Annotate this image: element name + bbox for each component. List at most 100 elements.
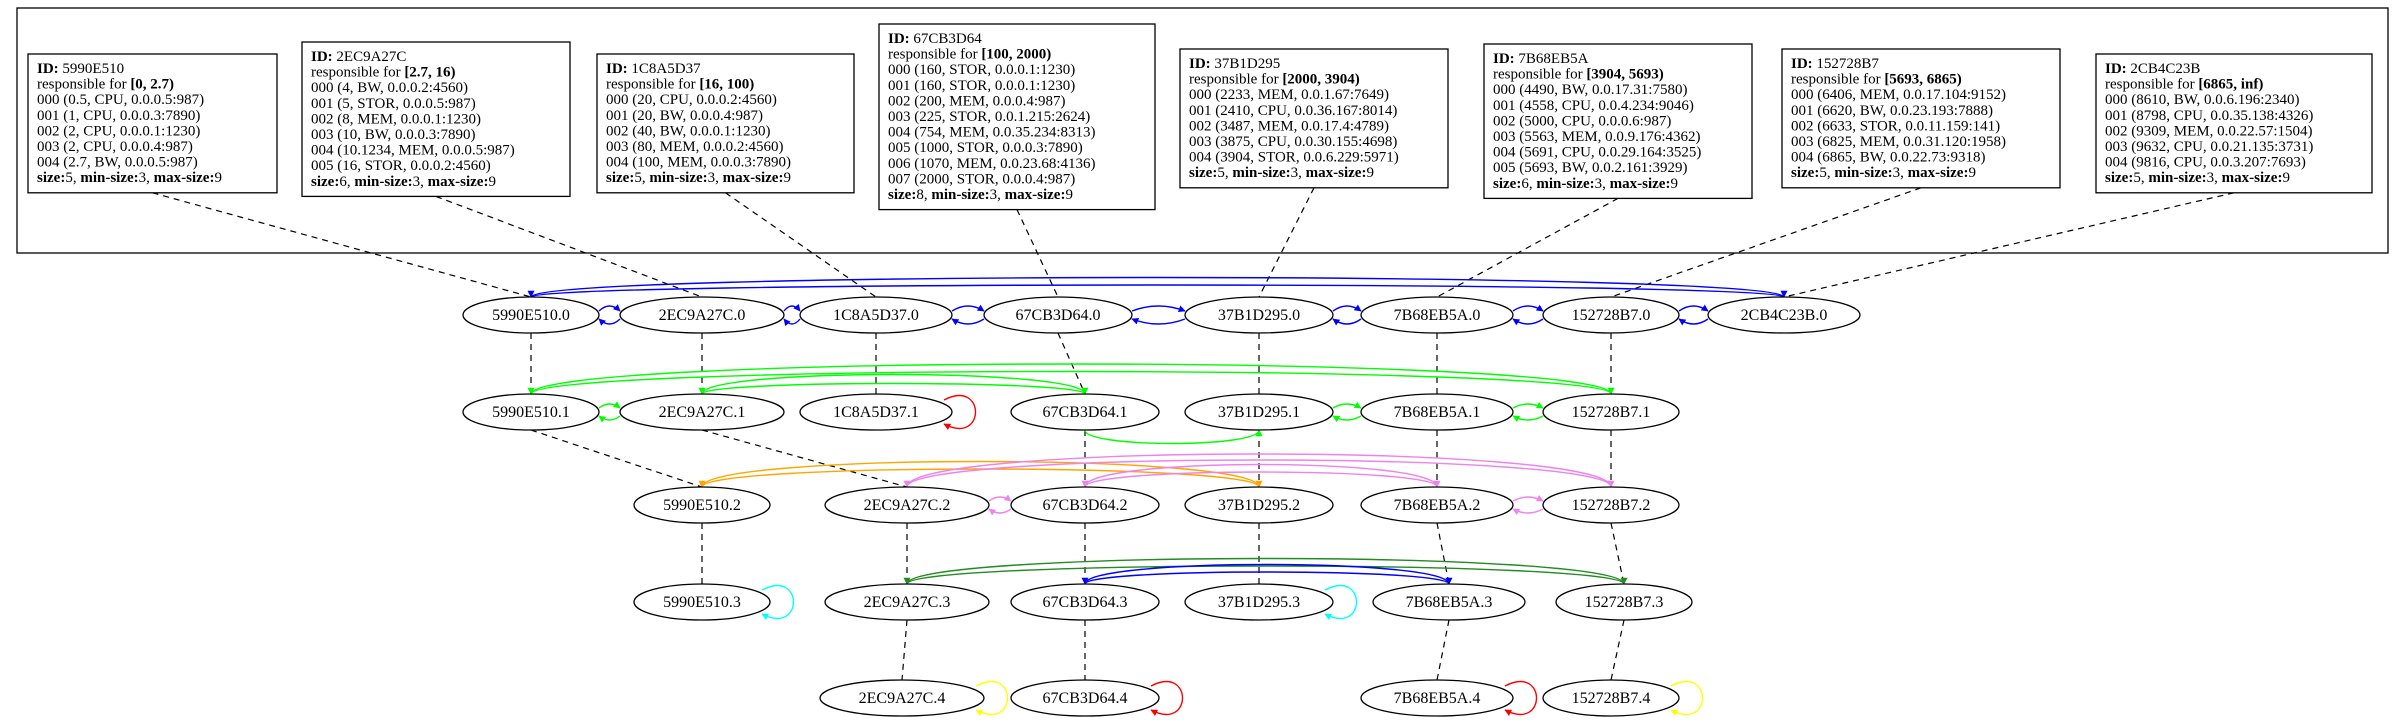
node-ellipse — [633, 486, 771, 524]
neighbor-link — [903, 565, 1625, 585]
node-152728B7-level-0: 152728B7.0 — [1542, 296, 1680, 334]
node-1C8A5D37-level-1: 1C8A5D37.1 — [799, 393, 953, 431]
node-label: 5990E510.1 — [492, 404, 570, 421]
card-max-size-label: max-size: — [1005, 187, 1066, 203]
card-id: ID: 152728B7 — [1791, 56, 1879, 72]
card-size-value: 5 — [634, 170, 642, 186]
node-ellipse — [1542, 679, 1680, 717]
level-link — [530, 429, 703, 488]
node-label: 1C8A5D37.1 — [833, 404, 919, 421]
node-label: 2EC9A27C.4 — [859, 690, 946, 707]
card-separator: , — [924, 187, 932, 203]
node-ellipse — [1555, 583, 1693, 621]
card-id-value: 37B1D295 — [1211, 56, 1281, 72]
card-entry: 000 (6406, MEM, 0.0.17.104:9152) — [1791, 87, 2006, 103]
node-label: 152728B7.2 — [1572, 497, 1651, 514]
card-max-size-value: 9 — [783, 170, 791, 186]
card-separator: , — [347, 174, 355, 190]
self-link — [1504, 680, 1538, 717]
node-ellipse — [1372, 583, 1526, 621]
node-label: 37B1D295.0 — [1218, 307, 1300, 324]
card-id-label: ID: — [888, 31, 910, 47]
card-id-label: ID: — [1791, 56, 1813, 72]
card-max-size-label: max-size: — [2222, 170, 2283, 186]
card-entry: 000 (8610, BW, 0.0.6.196:2340) — [2105, 92, 2299, 108]
neighbor-link — [906, 557, 1628, 585]
node-152728B7-level-3: 152728B7.3 — [1555, 583, 1693, 621]
level-link — [1610, 522, 1625, 585]
card-min-size-value: 3 — [1893, 165, 1901, 181]
node-ellipse — [824, 486, 990, 524]
node-label: 37B1D295.3 — [1218, 594, 1300, 611]
card-min-size-label: min-size: — [1536, 176, 1594, 192]
card-range: responsible for [0, 2.7) — [37, 77, 174, 93]
card-separator: , — [2214, 170, 2222, 186]
card-entry: 000 (2233, MEM, 0.0.1.67:7649) — [1189, 87, 1389, 103]
card-range-label: responsible for — [311, 65, 404, 81]
card-max-size-label: max-size: — [1306, 165, 1367, 181]
card-link — [1258, 187, 1315, 298]
level-link — [901, 619, 908, 681]
card-id-value: 67CB3D64 — [910, 31, 983, 47]
card-size-line: size:5, min-size:3, max-size:9 — [1791, 165, 1976, 181]
level-link — [1436, 619, 1450, 681]
card-entry: 003 (80, MEM, 0.0.0.2:4560) — [606, 139, 784, 155]
card-id: ID: 5990E510 — [37, 61, 124, 77]
card-range-label: responsible for — [1791, 72, 1884, 88]
card-range-value: [5693, 6865) — [1884, 72, 1962, 88]
card-entry: 004 (10.1234, MEM, 0.0.0.5:987) — [311, 143, 515, 159]
card-range-value: [6865, inf) — [2198, 77, 2263, 93]
node-label: 67CB3D64.2 — [1043, 497, 1128, 514]
card-min-size-value: 3 — [708, 170, 716, 186]
node-label: 7B68EB5A.0 — [1394, 307, 1481, 324]
card-link — [152, 192, 532, 298]
card-link — [1783, 192, 2235, 298]
node-2EC9A27C-level-1: 2EC9A27C.1 — [619, 393, 785, 431]
node-ellipse — [1010, 583, 1160, 621]
card-link — [725, 192, 877, 298]
card-min-size-label: min-size: — [80, 170, 138, 186]
card-max-size-value: 9 — [1968, 165, 1976, 181]
node-label: 152728B7.3 — [1585, 594, 1664, 611]
node-37B1D295-level-3: 37B1D295.3 — [1184, 583, 1334, 621]
neighbor-link — [698, 382, 1086, 395]
card-min-size-label: min-size: — [354, 174, 412, 190]
card-size-line: size:5, min-size:3, max-size:9 — [2105, 170, 2290, 186]
neighbor-link — [1332, 401, 1362, 409]
card-size-label: size: — [888, 187, 916, 203]
node-ellipse — [819, 679, 985, 717]
neighbor-link — [701, 373, 1089, 395]
card-id: ID: 2CB4C23B — [2105, 61, 2200, 77]
card-separator: , — [642, 170, 650, 186]
card-id-label: ID: — [311, 49, 333, 65]
node-67CB3D64-level-0: 67CB3D64.0 — [983, 296, 1133, 334]
node-label: 7B68EB5A.3 — [1406, 594, 1493, 611]
card-size-value: 6 — [339, 174, 347, 190]
node-label: 2EC9A27C.0 — [659, 307, 746, 324]
card-max-size-label: max-size: — [428, 174, 489, 190]
card-separator: , — [1602, 176, 1610, 192]
card-id-label: ID: — [606, 61, 628, 77]
neighbor-link — [1512, 304, 1544, 312]
card-max-size-label: max-size: — [1610, 176, 1671, 192]
node-7B68EB5A-level-1: 7B68EB5A.1 — [1360, 393, 1514, 431]
node-ellipse — [1542, 393, 1680, 431]
card-min-size-label: min-size: — [1232, 165, 1290, 181]
neighbor-link — [1081, 571, 1450, 585]
node-2EC9A27C-level-3: 2EC9A27C.3 — [824, 583, 990, 621]
node-ellipse — [1010, 679, 1160, 717]
neighbor-link — [530, 276, 1788, 298]
node-ellipse — [1360, 486, 1514, 524]
card-size-line: size:5, min-size:3, max-size:9 — [606, 170, 791, 186]
card-range-value: [2.7, 16) — [404, 65, 455, 81]
card-min-size-value: 3 — [1595, 176, 1603, 192]
node-ellipse — [462, 296, 600, 334]
card-range-label: responsible for — [1493, 67, 1586, 83]
node-7B68EB5A-level-3: 7B68EB5A.3 — [1372, 583, 1526, 621]
level-links — [527, 276, 1788, 717]
